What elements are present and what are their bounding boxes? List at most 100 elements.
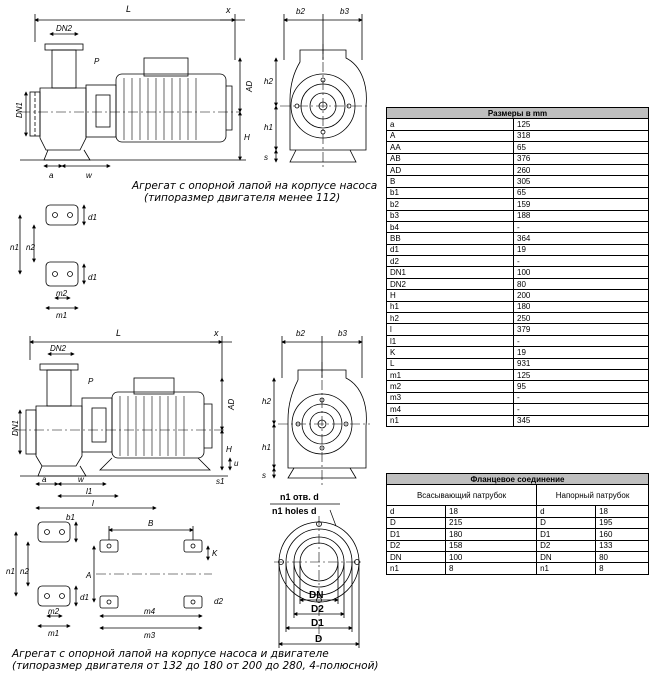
flange-cell: 18 xyxy=(595,505,649,518)
label-A: A xyxy=(85,571,91,580)
dimension-value: 250 xyxy=(513,312,649,325)
dimension-key: l1 xyxy=(386,334,514,348)
dimension-key: AA xyxy=(386,141,514,154)
dimension-key: b1 xyxy=(386,186,514,200)
flange-cell: DN xyxy=(536,550,597,564)
label-K: K xyxy=(212,549,218,558)
dimension-value: 125 xyxy=(513,368,649,382)
upper-front-view: b2 b3 h2 h1 s xyxy=(264,7,370,168)
label-dn1-lower: DN1 xyxy=(11,420,20,436)
flange-cell: 133 xyxy=(595,539,649,552)
flange-d2-label: D2 xyxy=(311,604,324,615)
dimension-key: A xyxy=(386,129,514,143)
upper-foot-plan: n1 n2 d1 d1 m2 m1 xyxy=(10,204,97,320)
dimension-value: 305 xyxy=(513,175,649,188)
dimension-value: 200 xyxy=(513,289,649,302)
dimension-key: DN1 xyxy=(386,266,514,279)
dimension-key: h2 xyxy=(386,312,514,325)
dimension-key: d2 xyxy=(386,255,514,268)
dimension-key: B xyxy=(386,175,514,188)
label-b2-lower: b2 xyxy=(296,329,305,338)
dimension-key: K xyxy=(386,346,514,359)
table-row: m4- xyxy=(386,403,649,416)
label-h1: h1 xyxy=(264,123,273,132)
label-h: H xyxy=(244,133,250,142)
dimension-value: 95 xyxy=(513,380,649,393)
label-w-lower: w xyxy=(78,475,85,484)
dimension-key: H xyxy=(386,289,514,302)
label-a-lower: a xyxy=(42,475,47,484)
upper-caption: Агрегат с опорной лапой на корпусе насос… xyxy=(132,180,377,204)
label-dn2-lower: DN2 xyxy=(50,344,67,353)
table-row: d2- xyxy=(386,255,649,268)
lower-caption-line2: (типоразмер двигателя от 132 до 180 от 2… xyxy=(12,660,379,672)
label-u: u xyxy=(234,459,239,468)
lower-motor-foot-plan: B A K m4 m3 d2 xyxy=(85,519,223,640)
table-row: l1- xyxy=(386,334,649,348)
flange-cell: 8 xyxy=(444,562,538,575)
flange-cell: D2 xyxy=(386,539,446,552)
flange-cell: d xyxy=(536,505,597,518)
label-w: w xyxy=(86,171,93,180)
upper-side-view: L x DN2 DN1 AD H a w P xyxy=(15,4,254,180)
dimension-value: 376 xyxy=(513,152,649,165)
dimension-key: d1 xyxy=(386,243,514,257)
dimension-value: 931 xyxy=(513,357,649,371)
label-n1-upper: n1 xyxy=(10,243,19,252)
label-l1: l1 xyxy=(86,487,92,496)
lower-front-view: b2 b3 h2 h1 s xyxy=(262,329,370,486)
flange-cell: 8 xyxy=(595,562,649,575)
label-p: P xyxy=(94,57,100,66)
flange-holes-label-en: n1 holes d xyxy=(272,506,317,516)
dimension-key: m1 xyxy=(386,368,514,382)
flange-cell: 80 xyxy=(595,550,649,564)
label-b3: b3 xyxy=(340,7,349,16)
dimension-value: 19 xyxy=(513,243,649,257)
dimension-key: b2 xyxy=(386,198,514,211)
label-h2-lower: h2 xyxy=(262,397,271,406)
dimension-key: l xyxy=(386,323,514,336)
label-L-lower: L xyxy=(116,328,121,338)
dimension-value: 19 xyxy=(513,346,649,359)
flange-dn-label: DN xyxy=(309,590,323,601)
label-s-lower: s xyxy=(262,471,266,480)
flange-cell: D1 xyxy=(386,528,446,541)
dimension-value: 318 xyxy=(513,129,649,143)
label-h-lower: H xyxy=(226,445,232,454)
flange-cell: D xyxy=(386,516,446,530)
label-h1-lower: h1 xyxy=(262,443,271,452)
label-x-lower: x xyxy=(213,328,219,338)
label-x: x xyxy=(225,5,231,15)
flange-d1-label: D1 xyxy=(311,618,324,629)
flange-cell: D xyxy=(536,516,597,530)
dimension-value: 364 xyxy=(513,232,649,245)
label-m2-lower: m2 xyxy=(48,607,60,616)
flange-cell: 195 xyxy=(595,516,649,530)
label-d1-upper-b: d1 xyxy=(88,273,97,282)
suction-header: Всасывающий патрубок xyxy=(385,484,538,507)
dimension-value: 159 xyxy=(513,198,649,211)
dimension-value: - xyxy=(513,255,649,268)
flange-drawing: n1 отв. d n1 holes d DN D2 D1 D xyxy=(270,492,364,648)
label-h2: h2 xyxy=(264,77,273,86)
table-row: m3- xyxy=(386,391,649,405)
label-d1-upper: d1 xyxy=(88,213,97,222)
flange-cell: D2 xyxy=(536,539,597,552)
dimension-key: BB xyxy=(386,232,514,245)
flange-d-label: D xyxy=(315,634,322,645)
flange-cell: n1 xyxy=(386,562,446,575)
label-b1-lower: b1 xyxy=(66,513,75,522)
label-n1-lower: n1 xyxy=(6,567,15,576)
label-n2-lower: n2 xyxy=(20,567,29,576)
